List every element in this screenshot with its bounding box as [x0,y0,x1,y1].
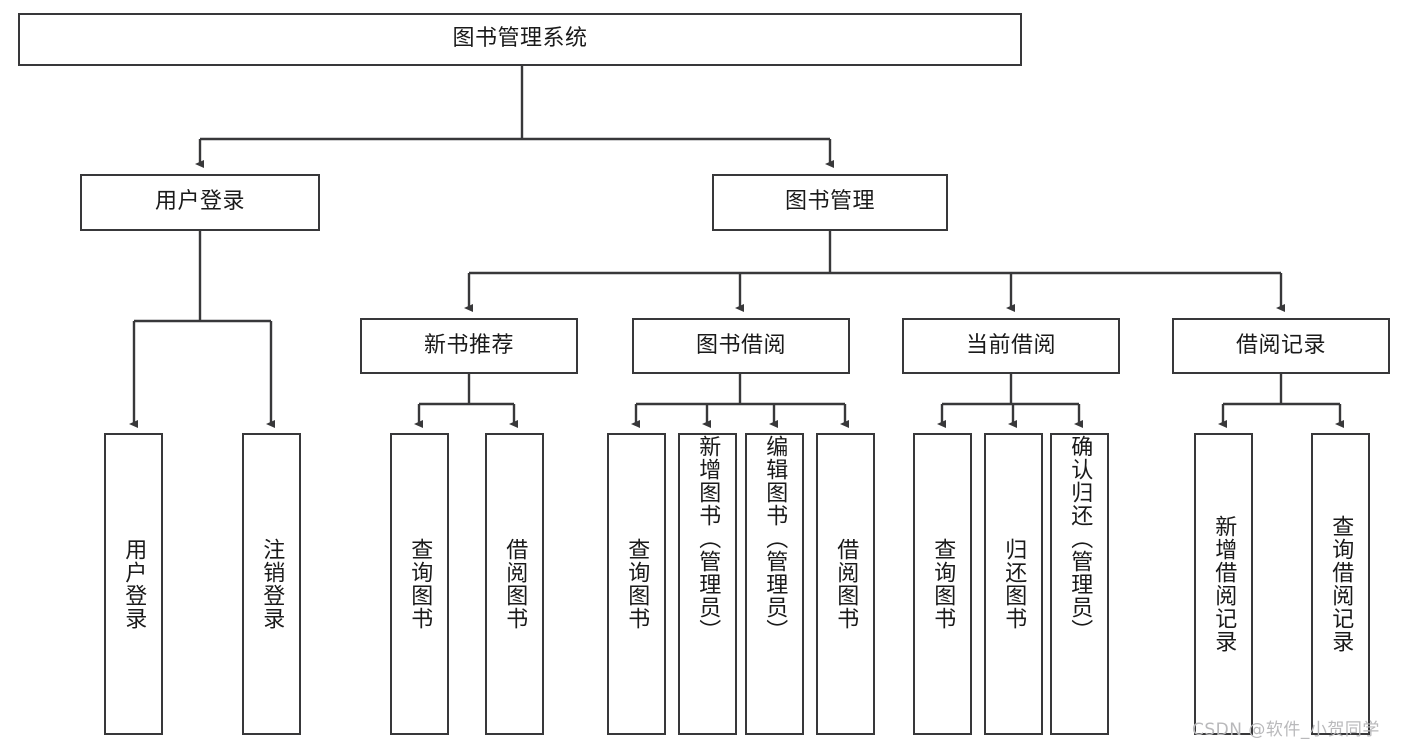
node-label: 图书管理系统 [452,26,588,52]
node-label: 新书推荐 [423,332,514,358]
node-label: 查询图书 [624,538,650,630]
node-leaf-add-book-admin[interactable]: 新增图书（管理员） [678,433,737,735]
node-user-login[interactable]: 用户登录 [80,174,320,231]
node-leaf-edit-book-admin[interactable]: 编辑图书（管理员） [745,433,804,735]
node-label: 查询图书 [930,538,956,630]
node-new-book-recommend[interactable]: 新书推荐 [360,318,578,374]
node-leaf-borrow-book[interactable]: 借阅图书 [816,433,875,735]
node-label: 图书借阅 [695,332,786,358]
node-leaf-query-book-recommend[interactable]: 查询图书 [390,433,449,735]
node-label: 编辑图书（管理员） [762,435,788,642]
node-label: 注销登录 [259,538,285,630]
node-label: 图书管理 [784,189,875,215]
node-current-borrow[interactable]: 当前借阅 [902,318,1120,374]
node-leaf-confirm-return-admin[interactable]: 确认归还（管理员） [1050,433,1109,735]
node-label: 归还图书 [1001,538,1027,630]
node-label: 借阅记录 [1235,332,1326,358]
node-leaf-logout[interactable]: 注销登录 [242,433,301,735]
node-borrow-record[interactable]: 借阅记录 [1172,318,1390,374]
node-leaf-query-borrow-record[interactable]: 查询借阅记录 [1311,433,1370,735]
node-label: 用户登录 [121,538,147,630]
node-label: 确认归还（管理员） [1067,435,1093,642]
watermark-text: CSDN @软件_小贺同学 [1192,720,1380,740]
node-label: 新增图书（管理员） [695,435,721,642]
node-leaf-user-login[interactable]: 用户登录 [104,433,163,735]
node-leaf-query-book-current[interactable]: 查询图书 [913,433,972,735]
node-label: 借阅图书 [502,538,528,630]
node-leaf-add-borrow-record[interactable]: 新增借阅记录 [1194,433,1253,735]
node-label: 当前借阅 [965,332,1056,358]
node-label: 查询借阅记录 [1328,515,1354,653]
node-leaf-query-book-borrow[interactable]: 查询图书 [607,433,666,735]
node-label: 新增借阅记录 [1211,515,1237,653]
node-book-management[interactable]: 图书管理 [712,174,948,231]
node-leaf-return-book[interactable]: 归还图书 [984,433,1043,735]
node-leaf-borrow-book-recommend[interactable]: 借阅图书 [485,433,544,735]
node-label: 用户登录 [154,189,245,215]
node-label: 查询图书 [407,538,433,630]
node-book-borrow[interactable]: 图书借阅 [632,318,850,374]
node-root-book-management-system[interactable]: 图书管理系统 [18,13,1022,66]
csdn-watermark: CSDN @软件_小贺同学 [1192,715,1380,740]
node-label: 借阅图书 [833,538,859,630]
